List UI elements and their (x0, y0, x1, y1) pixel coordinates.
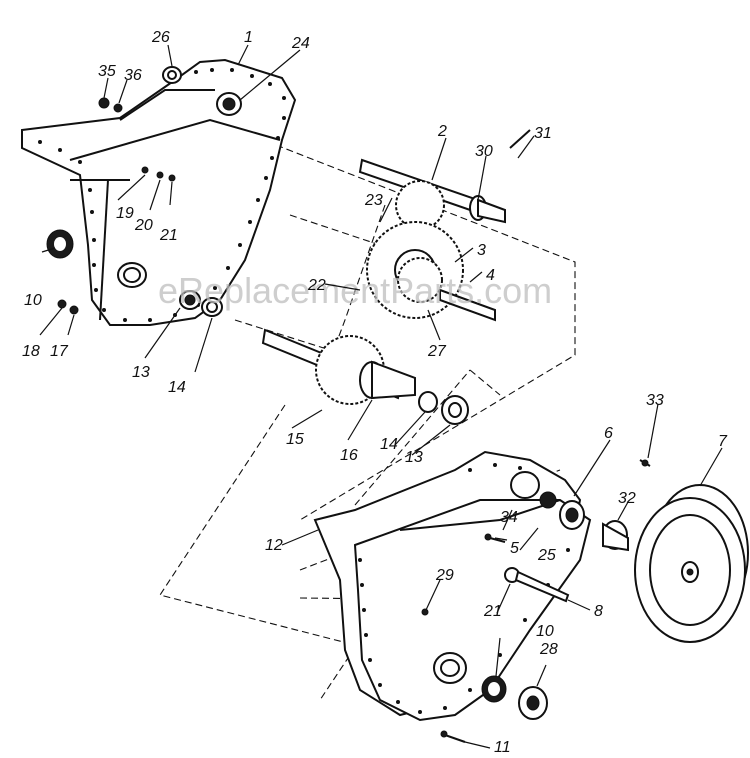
upper-shaft-assembly (329, 129, 531, 361)
callout-15: 15 (286, 431, 304, 448)
lower-hardware (421, 459, 651, 743)
callout-18: 18 (22, 343, 40, 360)
callout-7: 7 (718, 433, 728, 450)
callout-21-lower: 21 (483, 603, 502, 620)
callout-20: 20 (134, 217, 153, 234)
callout-10-lower: 10 (536, 623, 554, 640)
callout-5: 5 (510, 540, 519, 557)
callout-24: 24 (291, 35, 310, 52)
callout-31: 31 (534, 125, 552, 142)
callout-29: 29 (435, 567, 454, 584)
callout-26: 26 (151, 29, 170, 46)
callout-36: 36 (124, 67, 142, 84)
callout-11: 11 (494, 739, 511, 756)
callout-1: 1 (244, 29, 253, 46)
callout-19: 19 (116, 205, 134, 222)
lower-gear-case (313, 450, 592, 722)
lower-case-bolt-holes (358, 463, 582, 714)
callout-17: 17 (50, 343, 69, 360)
upper-gear-case (21, 58, 297, 326)
callout-6: 6 (604, 425, 613, 442)
watermark-text: eReplacementParts.com (158, 270, 552, 311)
callout-32: 32 (618, 490, 636, 507)
callout-leaders (39, 44, 723, 749)
pulley (634, 484, 749, 643)
callout-10-upper: 10 (24, 292, 42, 309)
callout-8: 8 (594, 603, 603, 620)
callout-labels: 1 2 3 4 5 6 7 8 10 10 11 12 13 13 14 14 … (22, 29, 728, 756)
callout-14-lower: 14 (380, 436, 398, 453)
callout-4: 4 (486, 267, 495, 284)
lower-shaft-assembly (261, 328, 469, 425)
callout-22: 22 (307, 277, 326, 294)
callout-12: 12 (265, 537, 283, 554)
callout-23: 23 (364, 192, 383, 209)
callout-13-upper: 13 (132, 364, 150, 381)
callout-27: 27 (427, 343, 447, 360)
callout-2: 2 (437, 123, 447, 140)
callout-28: 28 (539, 641, 558, 658)
callout-35: 35 (98, 63, 116, 80)
callout-34: 34 (500, 509, 518, 526)
callout-14-upper: 14 (168, 379, 186, 396)
callout-25: 25 (537, 547, 556, 564)
callout-33: 33 (646, 392, 664, 409)
callout-13-lower: 13 (405, 449, 423, 466)
callout-3: 3 (477, 242, 486, 259)
callout-30: 30 (475, 143, 493, 160)
callout-21-upper: 21 (159, 227, 178, 244)
upper-hardware (46, 66, 223, 317)
callout-16: 16 (340, 447, 358, 464)
